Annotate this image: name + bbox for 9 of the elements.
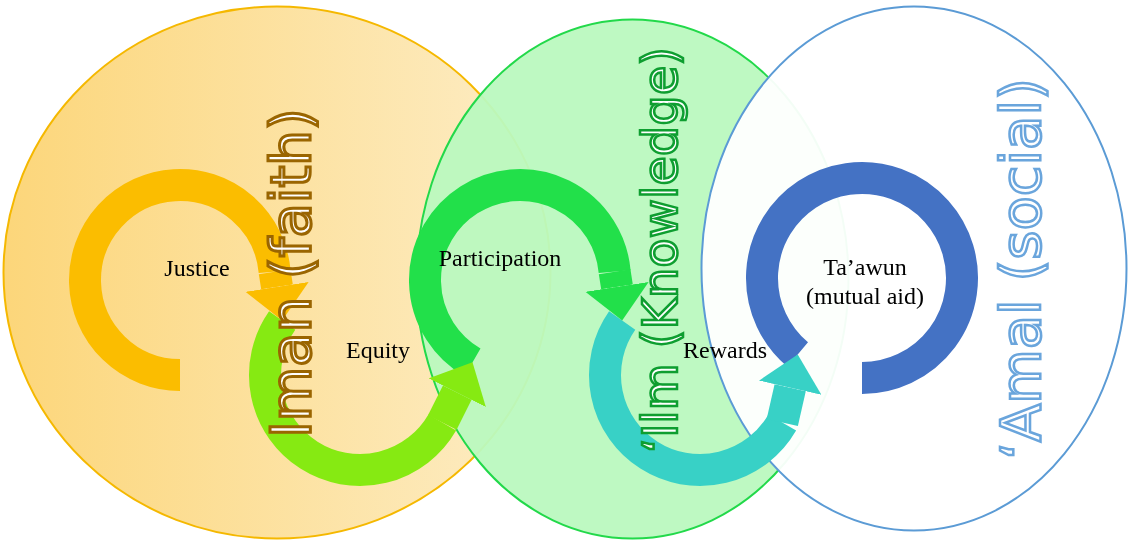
- arrow: [759, 354, 822, 427]
- vertical-heading: ‘Amal (social): [987, 77, 1053, 460]
- ring-label: Equity: [346, 335, 410, 365]
- arrow: [245, 269, 309, 321]
- arrow: [427, 362, 486, 430]
- vertical-heading: Iman (faith): [257, 107, 323, 438]
- ring-label: Ta’awun (mutual aid): [805, 253, 925, 311]
- ring-label: Justice: [164, 253, 230, 283]
- arrow: [585, 269, 649, 321]
